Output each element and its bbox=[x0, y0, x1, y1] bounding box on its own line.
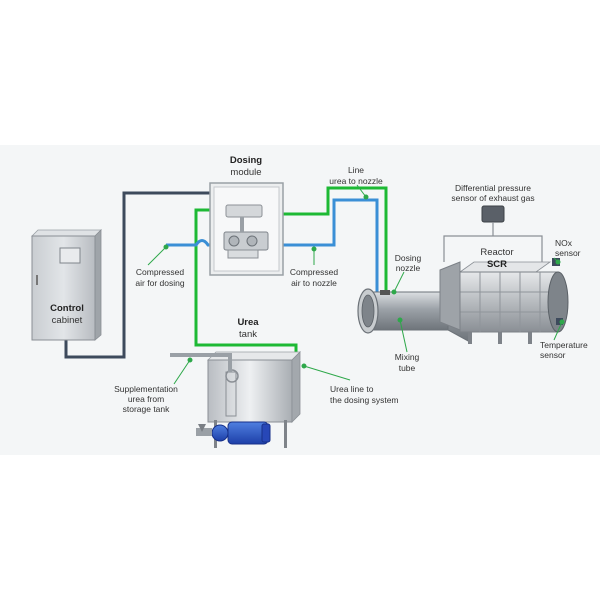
control-cabinet bbox=[31, 229, 102, 341]
control-cabinet-title: Control bbox=[50, 303, 84, 314]
line-urea-label-2: urea to nozzle bbox=[329, 176, 383, 186]
dosing-nozzle-label-2: nozzle bbox=[396, 263, 421, 273]
reactor-label: Reactor bbox=[480, 247, 513, 258]
urea-line-to-dosing bbox=[194, 208, 298, 358]
urea-line-to-nozzle bbox=[262, 186, 388, 292]
line-urea-label-1: Line bbox=[348, 165, 364, 175]
urea-tank-title: Urea bbox=[237, 317, 259, 328]
temperature-sensor-label-1: Temperature bbox=[540, 340, 588, 350]
dosing-module-title: Dosing bbox=[230, 155, 262, 166]
urea-tank-subtitle: tank bbox=[239, 329, 257, 340]
reactor-scr-label: SCR bbox=[487, 259, 507, 270]
diff-pressure-label-2: sensor of exhaust gas bbox=[451, 193, 534, 203]
supplementation-pipe bbox=[170, 353, 232, 372]
dosing-module bbox=[209, 182, 284, 276]
nox-sensor-label-2: sensor bbox=[555, 248, 581, 258]
nox-sensor-label-1: NOx bbox=[555, 238, 573, 248]
supplementation-label-2: urea from bbox=[128, 394, 164, 404]
mixing-tube-label-2: tube bbox=[399, 363, 416, 373]
pump bbox=[196, 421, 271, 445]
supplementation-label-1: Supplementation bbox=[114, 384, 178, 394]
mixing-tube-label-1: Mixing bbox=[395, 352, 420, 362]
urea-line-dosing-label-1: Urea line to bbox=[330, 384, 374, 394]
diff-pressure-label-1: Differential pressure bbox=[455, 183, 531, 193]
dosing-nozzle-label-1: Dosing bbox=[395, 253, 422, 263]
compressed-air-line-out bbox=[262, 198, 379, 292]
temperature-sensor-label-2: sensor bbox=[540, 350, 566, 360]
compressed-air-dosing-label-1: Compressed bbox=[136, 267, 184, 277]
urea-line-dosing-label-2: the dosing system bbox=[330, 395, 399, 405]
supplementation-label-3: storage tank bbox=[123, 404, 171, 414]
compressed-air-nozzle-label-2: air to nozzle bbox=[291, 278, 337, 288]
compressed-air-line-in bbox=[166, 239, 230, 247]
urea-tank bbox=[207, 351, 301, 448]
control-cabinet-subtitle: cabinet bbox=[52, 315, 83, 326]
differential-pressure-sensor bbox=[443, 205, 543, 262]
control-cable-line bbox=[64, 191, 212, 359]
compressed-air-nozzle-label-1: Compressed bbox=[290, 267, 338, 277]
scr-reactor bbox=[439, 258, 569, 344]
leader-lines bbox=[147, 184, 565, 385]
compressed-air-dosing-label-2: air for dosing bbox=[135, 278, 184, 288]
dosing-module-subtitle: module bbox=[230, 167, 261, 178]
